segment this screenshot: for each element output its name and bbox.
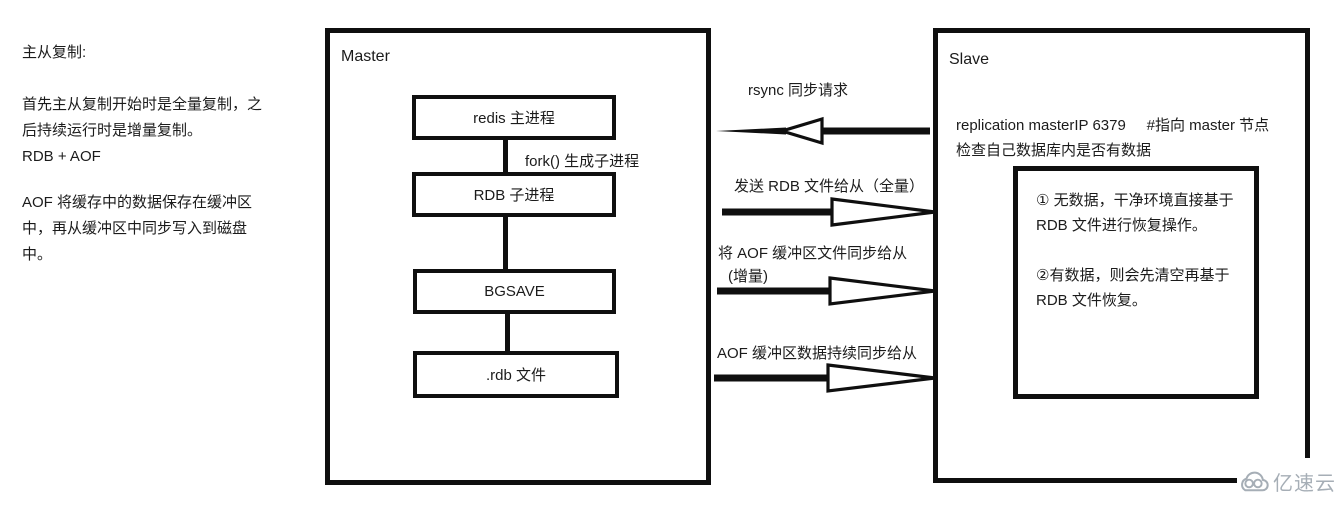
master-title: Master (341, 48, 390, 65)
connector-line-3 (505, 313, 510, 352)
arrow-label-sync-aof-line1: 将 AOF 缓冲区文件同步给从 (718, 245, 908, 262)
flow-node-redis-main-label: redis 主进程 (473, 110, 555, 127)
sync-aof-buffer-arrow-right (717, 276, 936, 306)
notes-paragraph-2: AOF 将缓存中的数据保存在缓冲区 中，再从缓冲区中同步写入到磁盘 中。 (22, 194, 253, 263)
arrow-label-send-rdb: 发送 RDB 文件给从（全量） (734, 178, 925, 195)
rsync-request-arrow-left (716, 116, 930, 146)
fork-label: fork() 生成子进程 (525, 153, 640, 170)
brand-name: 亿速云 (1273, 473, 1336, 495)
cloud-logo-icon (1241, 471, 1269, 491)
slave-check-line: 检查自己数据库内是否有数据 (956, 142, 1152, 159)
notes-title: 主从复制: (22, 44, 87, 61)
flow-node-rdb-child-label: RDB 子进程 (473, 187, 555, 204)
flow-node-bgsave: BGSAVE (413, 269, 616, 314)
arrow-label-sync-aof-line2: (增量) (728, 268, 768, 285)
notes-paragraph-1: 首先主从复制开始时是全量复制，之 后持续运行时是增量复制。 RDB + AOF (22, 96, 263, 165)
slave-note-box: ① 无数据，干净环境直接基于 RDB 文件进行恢复操作。 ②有数据，则会先清空再… (1013, 166, 1259, 399)
flow-node-rdb-child: RDB 子进程 (412, 172, 616, 217)
arrow-label-aof-continuous: AOF 缓冲区数据持续同步给从 (717, 345, 918, 362)
slave-config-line: replication masterIP 6379 #指向 master 节点 (956, 117, 1270, 134)
flow-node-rdb-file-label: .rdb 文件 (485, 367, 546, 384)
flow-node-bgsave-label: BGSAVE (484, 283, 545, 300)
connector-line-2 (503, 216, 508, 270)
flow-node-redis-main: redis 主进程 (412, 95, 616, 140)
connector-line-1 (503, 139, 508, 173)
aof-continuous-sync-arrow-right (714, 363, 936, 393)
arrow-label-rsync: rsync 同步请求 (748, 82, 849, 99)
send-rdb-full-arrow-right (722, 197, 936, 227)
slave-title: Slave (949, 51, 990, 68)
flow-node-rdb-file: .rdb 文件 (413, 351, 619, 398)
yisu-cloud-watermark: 亿速云 (1237, 458, 1336, 505)
